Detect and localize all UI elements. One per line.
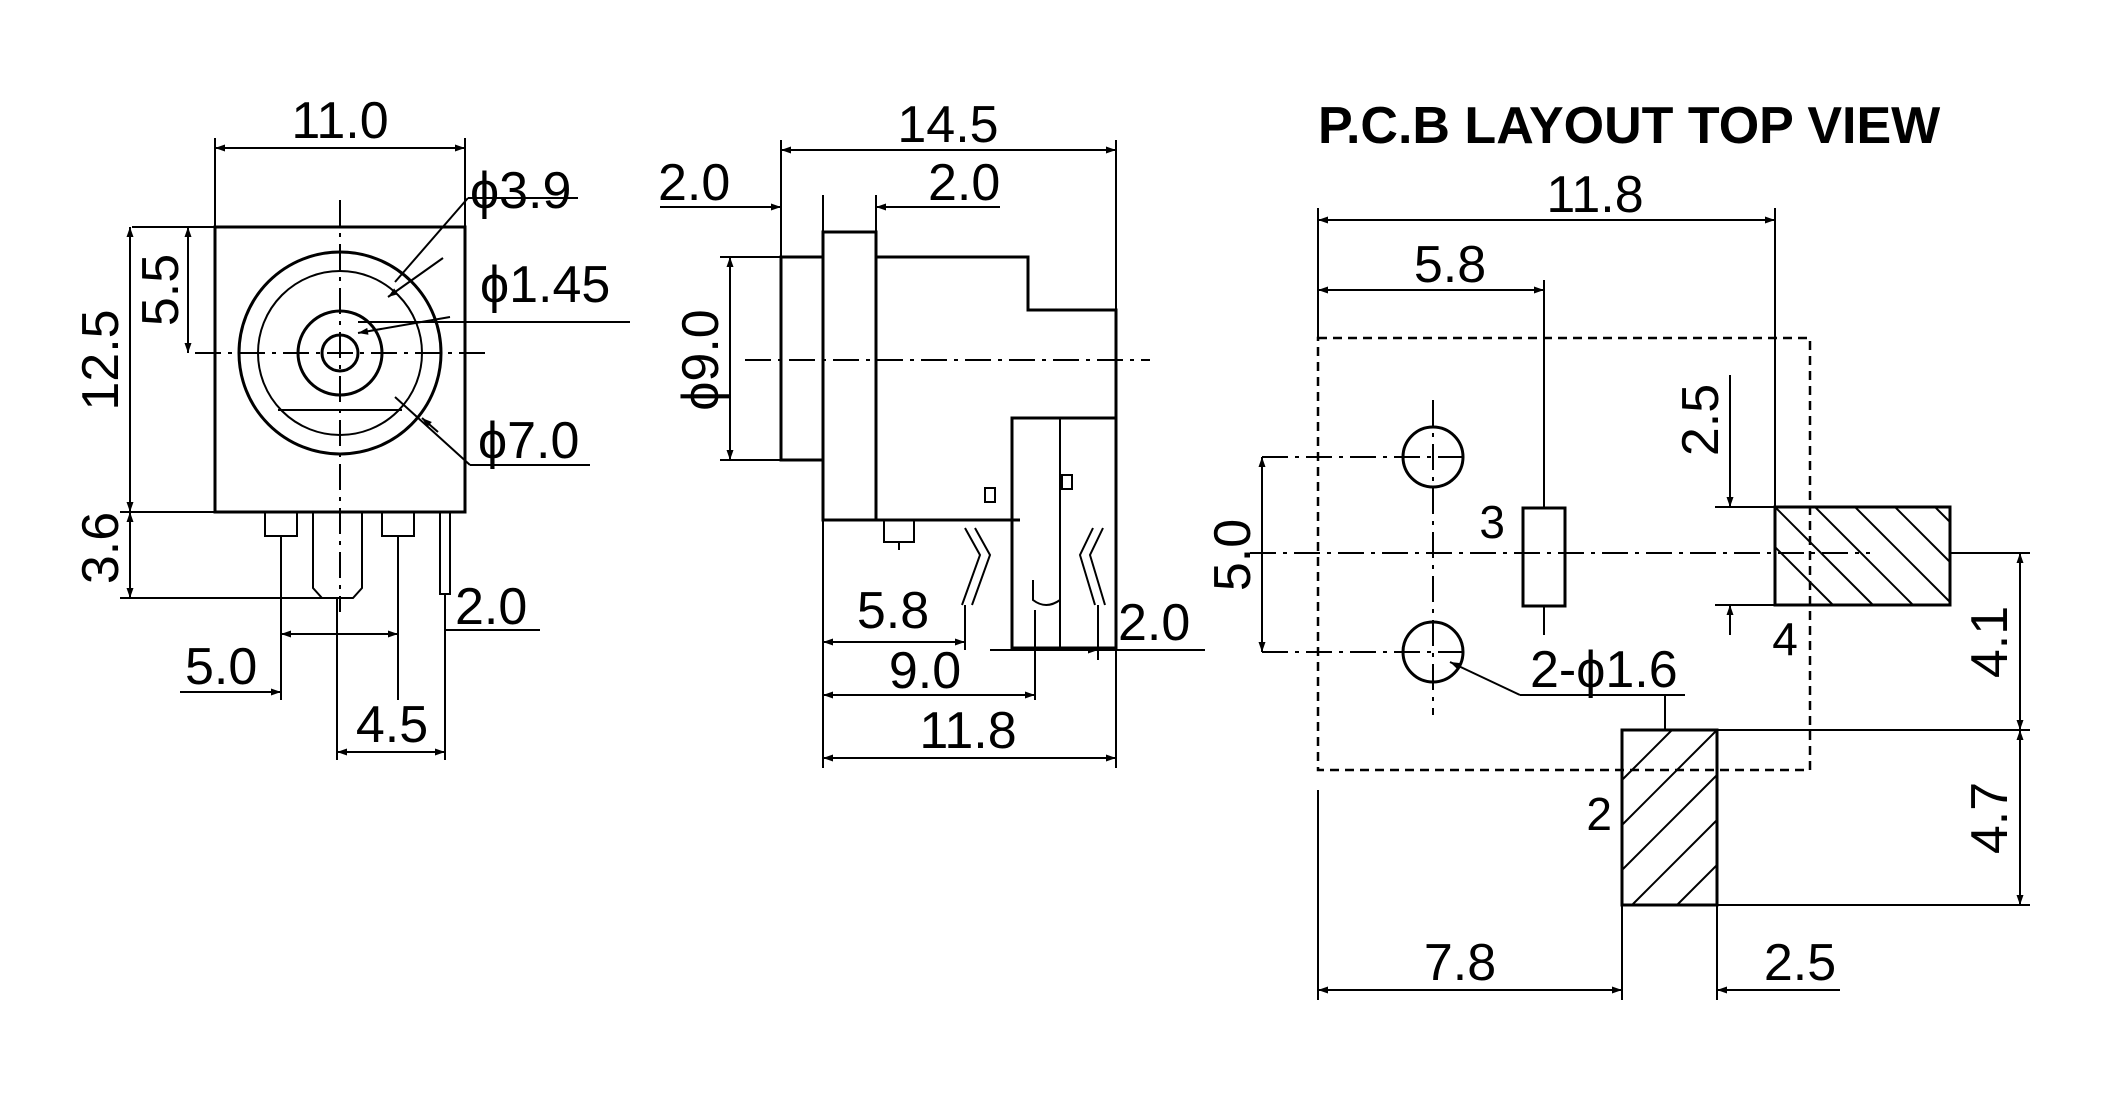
front-view-dimensions bbox=[120, 138, 630, 760]
dim-pin-2-0: 2.0 bbox=[455, 578, 527, 636]
pcb-layout-title: P.C.B LAYOUT TOP VIEW bbox=[1318, 97, 1941, 155]
dim-hole-spacing-5-0: 5.0 bbox=[1204, 519, 1262, 591]
dim-slot-2-5: 2.5 bbox=[1672, 384, 1730, 456]
dim-dia-3-9: ϕ3.9 bbox=[470, 162, 571, 220]
dim-dia-1-45: ϕ1.45 bbox=[480, 256, 610, 314]
dim-width-11-0: 11.0 bbox=[291, 92, 388, 150]
side-view-outline bbox=[745, 230, 1150, 650]
pcb-layout: P.C.B LAYOUT TOP VIEW bbox=[1204, 97, 2030, 1000]
dim-flange-2-0-right: 2.0 bbox=[928, 154, 1000, 212]
dim-offset-5-5: 5.5 bbox=[132, 254, 190, 326]
pin-label-3: 3 bbox=[1479, 496, 1505, 548]
pcb-hole-bottom bbox=[1401, 620, 1465, 684]
dim-flange-2-0-left: 2.0 bbox=[658, 154, 730, 212]
pcb-pads bbox=[1521, 505, 1952, 907]
dim-pin-length-3-6: 3.6 bbox=[72, 512, 130, 584]
pin-label-2: 2 bbox=[1586, 788, 1612, 840]
dim-offset-5-8: 5.8 bbox=[1414, 236, 1486, 294]
dim-pin-5-8: 5.8 bbox=[857, 582, 929, 640]
pad-4 bbox=[1773, 505, 1952, 607]
dim-width-11-8: 11.8 bbox=[1546, 166, 1643, 224]
dim-pin-5-0: 5.0 bbox=[185, 638, 257, 696]
dim-pin-4-5: 4.5 bbox=[356, 696, 428, 754]
dim-pin-9-0: 9.0 bbox=[889, 642, 961, 700]
dim-dia-9-0: ϕ9.0 bbox=[672, 309, 730, 410]
pin-label-4: 4 bbox=[1772, 613, 1798, 665]
front-view-pins bbox=[264, 511, 451, 599]
side-view-dimensions bbox=[660, 140, 1205, 768]
side-view: 14.5 2.0 2.0 ϕ9.0 5.8 9.0 11.8 2.0 bbox=[658, 96, 1205, 768]
pcb-outline bbox=[1250, 336, 1870, 772]
dim-dia-7-0: ϕ7.0 bbox=[478, 412, 579, 470]
front-view: 11.0 ϕ3.9 ϕ1.45 ϕ7.0 5.5 12.5 3.6 2.0 5.… bbox=[72, 92, 630, 760]
pad-3 bbox=[1521, 506, 1567, 608]
dim-pad-4-1: 4.1 bbox=[1961, 606, 2019, 678]
pcb-hole-top bbox=[1401, 425, 1465, 489]
dim-pad-2-5: 2.5 bbox=[1764, 934, 1836, 992]
dim-holes-2-dia-1-6: 2-ϕ1.6 bbox=[1530, 641, 1678, 699]
pcb-dimensions bbox=[1258, 208, 2030, 1000]
dim-height-12-5: 12.5 bbox=[72, 309, 130, 410]
dim-pin-2-0-side: 2.0 bbox=[1118, 594, 1190, 652]
dim-pin-11-8: 11.8 bbox=[919, 702, 1016, 760]
front-view-outline bbox=[195, 200, 485, 612]
pad-2 bbox=[1620, 728, 1719, 907]
dim-pad-4-7: 4.7 bbox=[1961, 782, 2019, 854]
pcb-holes bbox=[1401, 425, 1465, 684]
dim-length-14-5: 14.5 bbox=[897, 96, 998, 154]
dim-dist-7-8: 7.8 bbox=[1424, 934, 1496, 992]
